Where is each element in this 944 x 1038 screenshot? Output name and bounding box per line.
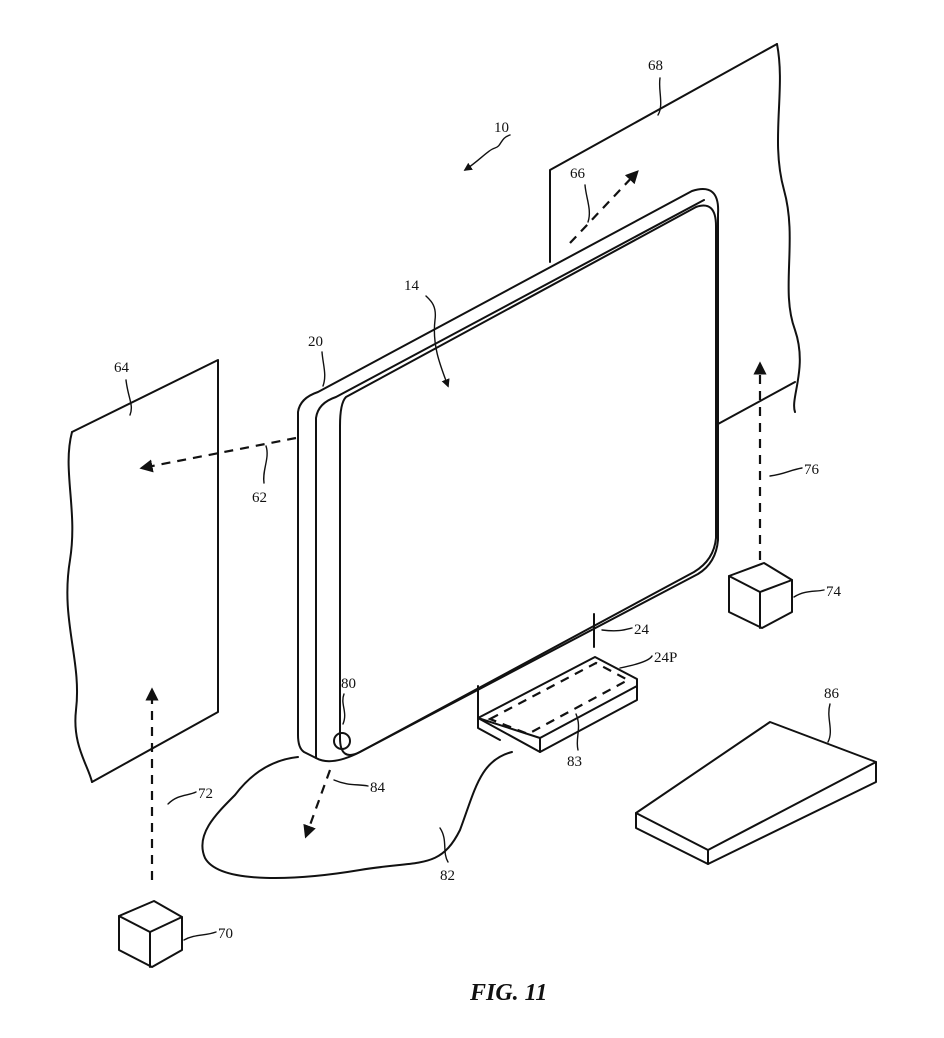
arrow-66 <box>569 170 639 244</box>
label-62: 62 <box>252 490 267 506</box>
display-edge <box>315 199 705 759</box>
keyboard-86 <box>635 721 877 865</box>
label-14: 14 <box>404 278 420 294</box>
arrow-84 <box>303 769 332 839</box>
cube-74 <box>728 562 793 629</box>
stand <box>477 613 638 753</box>
leader-lines <box>125 77 831 941</box>
label-84: 84 <box>370 780 386 796</box>
label-20: 20 <box>308 334 323 350</box>
label-76: 76 <box>804 462 820 478</box>
arrow-62 <box>139 436 297 473</box>
figure-caption: FIG. 11 <box>469 980 547 1006</box>
label-68: 68 <box>648 58 663 74</box>
wall-panel-left <box>66 359 219 783</box>
label-86: 86 <box>824 686 840 702</box>
label-24: 24 <box>634 622 650 638</box>
display-device <box>297 188 720 763</box>
label-74: 74 <box>826 584 842 600</box>
display-screen <box>339 204 717 756</box>
label-82: 82 <box>440 868 455 884</box>
label-70: 70 <box>218 926 233 942</box>
label-66: 66 <box>570 166 586 182</box>
camera-80 <box>333 732 351 750</box>
label-24p: 24P <box>654 650 677 666</box>
label-10: 10 <box>494 120 509 136</box>
floor-region-82 <box>201 751 513 879</box>
label-83: 83 <box>567 754 582 770</box>
label-80: 80 <box>341 676 356 692</box>
label-64: 64 <box>114 360 130 376</box>
wall-panel-right <box>549 43 801 425</box>
label-72: 72 <box>198 786 213 802</box>
cube-70 <box>118 900 183 968</box>
stand-foot-24p <box>477 656 638 753</box>
display-housing <box>297 188 720 763</box>
